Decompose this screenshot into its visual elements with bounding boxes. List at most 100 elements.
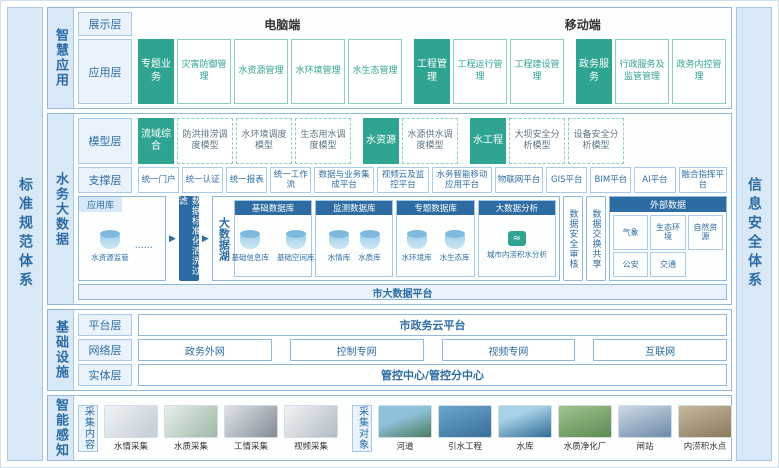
support-item: 融合指挥平台 — [678, 167, 727, 193]
external-data-item: 公安 — [613, 251, 649, 277]
support-item: GIS平台 — [546, 167, 588, 193]
display-item-pc: 电脑端 — [264, 17, 301, 32]
waterlogging-point-photo — [678, 404, 732, 438]
target-item: 闸站 — [618, 404, 672, 452]
database-cylinder: 水资源监管 — [91, 229, 129, 263]
model-group-header: 水资源 — [363, 118, 399, 164]
reservoir-photo — [498, 404, 552, 438]
water-quality-sensor-photo — [164, 404, 218, 438]
support-layer-row: 支撑层 统一门户 统一认证 统一报表 统一工作流 数据与业务集成平台 视频云及监… — [78, 167, 727, 193]
collect-content-label: 采集内容 — [78, 404, 98, 452]
app-group-header: 专题业务 — [138, 39, 174, 104]
collect-target-label: 采集对象 — [352, 404, 372, 452]
model-group-basin: 流域综合 防洪排涝调度模型 水环境调度模型 生态用水调度模型 — [138, 118, 351, 164]
external-data-item: 交通 — [650, 251, 686, 277]
water-level-sensor-photo — [104, 404, 158, 438]
city-big-data-platform-bar: 市大数据平台 — [78, 284, 727, 300]
model-item: 设备安全分析模型 — [568, 118, 624, 164]
support-item: BIM平台 — [590, 167, 632, 193]
app-item: 水资源管理 — [234, 39, 288, 104]
external-data-item: 自然资源 — [687, 215, 723, 250]
model-item: 水环境调度模型 — [236, 118, 292, 164]
target-item: 水质净化厂 — [558, 404, 612, 452]
lake-group-analysis: 大数据分析 ≈ 城市内涝积水分析 — [477, 200, 557, 277]
database-cylinder-icon — [444, 229, 465, 249]
collect-target-group: 采集对象 河道 引水工程 水库 — [352, 404, 732, 452]
lake-group-monitoring-db: 监测数据库 水情库 水质库 — [315, 200, 394, 277]
section-label-water-big-data: 水务大数据 — [48, 114, 74, 304]
left-system-bar: 标准规范体系 — [7, 7, 43, 461]
sluice-station-photo — [618, 404, 672, 438]
database-cylinder-icon — [406, 229, 427, 249]
collect-item: 工情采集 — [224, 404, 278, 452]
entity-layer-row: 实体层 管控中心/管控分中心 — [78, 364, 727, 386]
app-item: 政务内控管理 — [672, 39, 726, 104]
network-item: 控制专网 — [289, 339, 424, 361]
support-item: 水务智能移动应用平台 — [432, 167, 492, 193]
database-cylinder: 基础信息库 — [232, 229, 269, 263]
ellipsis: …… — [134, 241, 153, 251]
database-cylinder-icon — [329, 229, 350, 249]
database-cylinder-icon — [240, 229, 261, 249]
support-item: 数据与业务集成平台 — [314, 167, 374, 193]
display-layer-row: 展示层 电脑端 移动端 — [78, 12, 727, 36]
app-group-engineering: 工程管理 工程运行管理 工程建设管理 — [414, 39, 564, 104]
model-item: 水源供水调度模型 — [402, 118, 458, 164]
target-item: 水库 — [498, 404, 552, 452]
model-item: 大坝安全分析模型 — [509, 118, 565, 164]
support-item: 物联网平台 — [494, 167, 544, 193]
gov-cloud-platform: 市政务云平台 — [138, 314, 727, 336]
model-item: 生态用水调度模型 — [295, 118, 351, 164]
network-item: 视频专网 — [441, 339, 576, 361]
app-item: 灾害防御管理 — [177, 39, 231, 104]
app-item: 工程运行管理 — [453, 39, 507, 104]
diagram-content: 智慧应用 展示层 电脑端 移动端 应用层 专题业务 灾害防御管理 水 — [47, 7, 732, 461]
water-diversion-photo — [438, 404, 492, 438]
support-item: AI平台 — [634, 167, 676, 193]
network-layer-label: 网络层 — [78, 339, 132, 361]
entity-layer-label: 实体层 — [78, 364, 132, 386]
data-cleanse-bar: 数据标准化清洗过滤 — [177, 196, 200, 281]
analysis-block: ≈ 城市内涝积水分析 — [486, 231, 547, 259]
database-cylinder-icon — [285, 229, 306, 249]
app-item: 水环境管理 — [291, 39, 345, 104]
engineering-sensor-photo — [224, 404, 278, 438]
model-group-water-engineering: 水工程 大坝安全分析模型 设备安全分析模型 — [470, 118, 624, 164]
database-cylinder: 基础空间库 — [277, 229, 315, 263]
section-intelligent-perception: 智能感知 采集内容 水情采集 水质采集 — [47, 395, 732, 461]
model-item: 防洪排涝调度模型 — [177, 118, 233, 164]
model-group-water-resource: 水资源 水源供水调度模型 — [363, 118, 458, 164]
support-item: 统一认证 — [182, 167, 224, 193]
river-photo — [378, 404, 432, 438]
external-data-box: 外部数据 气象 生态环境 自然资源 公安 交通 — [609, 196, 727, 281]
section-label-intelligent-perception: 智能感知 — [48, 396, 74, 460]
collect-item: 视频采集 — [284, 404, 338, 452]
application-database-box: 应用库 水资源监管 …… — [78, 196, 166, 281]
right-system-bar: 信息安全体系 — [736, 7, 772, 461]
application-layer-label: 应用层 — [78, 39, 132, 104]
network-item: 互联网 — [593, 339, 727, 361]
app-group-header: 工程管理 — [414, 39, 450, 104]
database-cylinder-icon — [100, 230, 120, 249]
model-group-header: 流域综合 — [138, 118, 174, 164]
model-layer-label: 模型层 — [78, 118, 132, 164]
model-layer-row: 模型层 流域综合 防洪排涝调度模型 水环境调度模型 生态用水调度模型 水资源 水… — [78, 118, 727, 164]
video-camera-photo — [284, 404, 338, 438]
application-layer-row: 应用层 专题业务 灾害防御管理 水资源管理 水环境管理 水生态管理 工程管理 工… — [78, 39, 727, 104]
display-layer-label: 展示层 — [78, 12, 132, 36]
support-item: 统一工作流 — [270, 167, 312, 193]
collect-item: 水质采集 — [164, 404, 218, 452]
data-security-audit-bar: 数据安全审核 — [563, 196, 583, 281]
application-database-label: 应用库 — [79, 197, 123, 212]
collect-item: 水情采集 — [104, 404, 158, 452]
control-center-box: 管控中心/管控分中心 — [138, 364, 727, 386]
collect-content-group: 采集内容 水情采集 水质采集 工情采集 — [78, 404, 338, 452]
app-item: 水生态管理 — [348, 39, 402, 104]
target-item: 河道 — [378, 404, 432, 452]
app-group-header: 政务服务 — [576, 39, 612, 104]
external-data-item: 气象 — [613, 215, 649, 250]
section-label-infrastructure: 基础设施 — [48, 310, 74, 390]
external-data-item: 生态环境 — [650, 215, 686, 250]
support-layer-label: 支撑层 — [78, 167, 132, 193]
